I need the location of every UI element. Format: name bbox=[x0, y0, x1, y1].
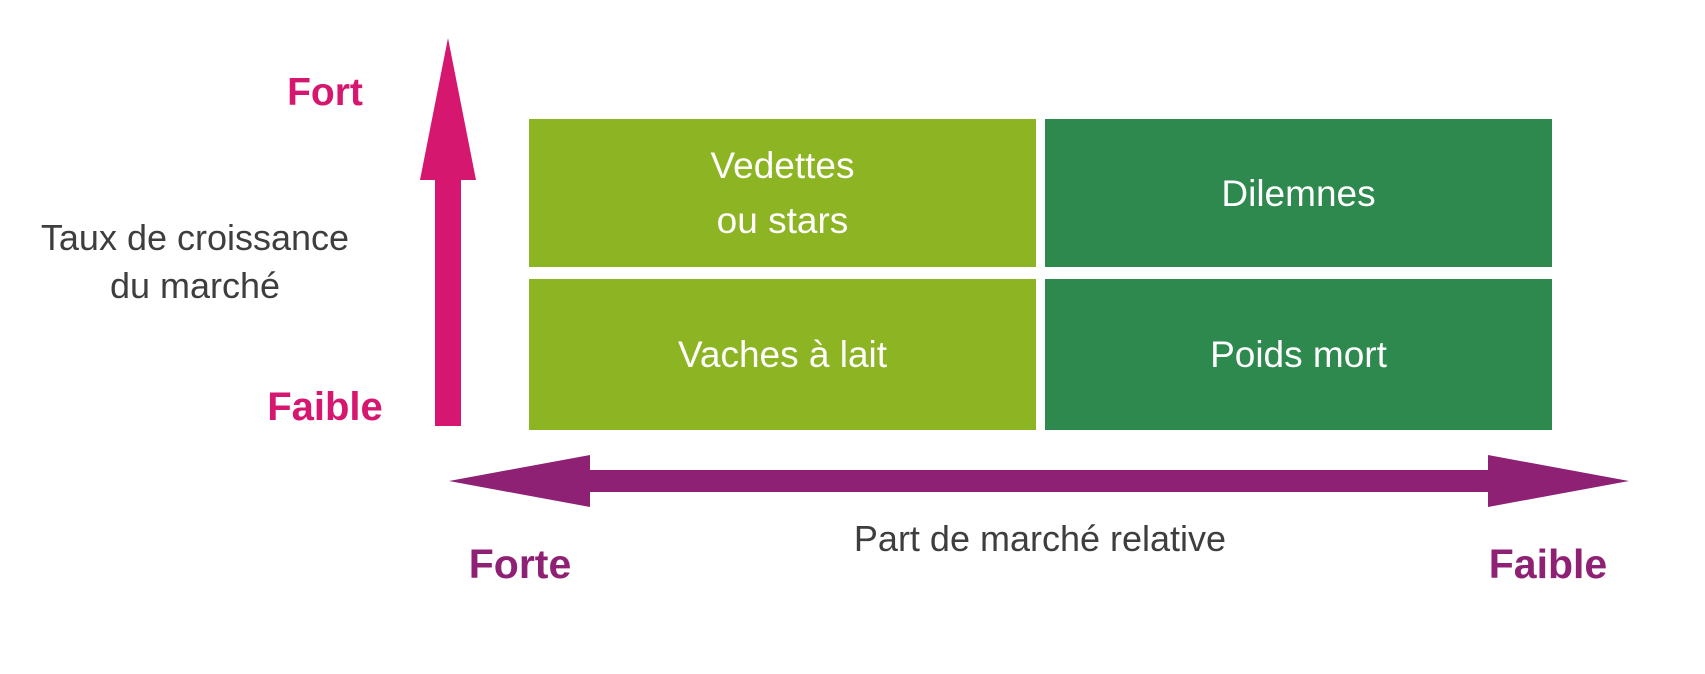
up-arrow-shape bbox=[420, 38, 476, 426]
double-arrow-shape bbox=[449, 455, 1629, 507]
quadrant-stars: Vedettes ou stars bbox=[529, 119, 1036, 267]
x-axis-low-label: Faible bbox=[1488, 541, 1608, 587]
quadrant-dilemmas: Dilemnes bbox=[1045, 119, 1552, 267]
y-axis-title: Taux de croissance du marché bbox=[40, 217, 350, 306]
x-axis-high-label: Forte bbox=[468, 541, 572, 587]
x-axis-title: Part de marché relative bbox=[853, 518, 1227, 559]
quadrant-dead-weight: Poids mort bbox=[1045, 279, 1552, 430]
x-axis-double-arrow-icon bbox=[449, 455, 1629, 507]
quadrant-cash-cows: Vaches à lait bbox=[529, 279, 1036, 430]
y-axis-low-label: Faible bbox=[267, 385, 383, 429]
y-axis-high-label: Fort bbox=[287, 71, 363, 114]
y-axis-up-arrow-icon bbox=[420, 38, 476, 426]
